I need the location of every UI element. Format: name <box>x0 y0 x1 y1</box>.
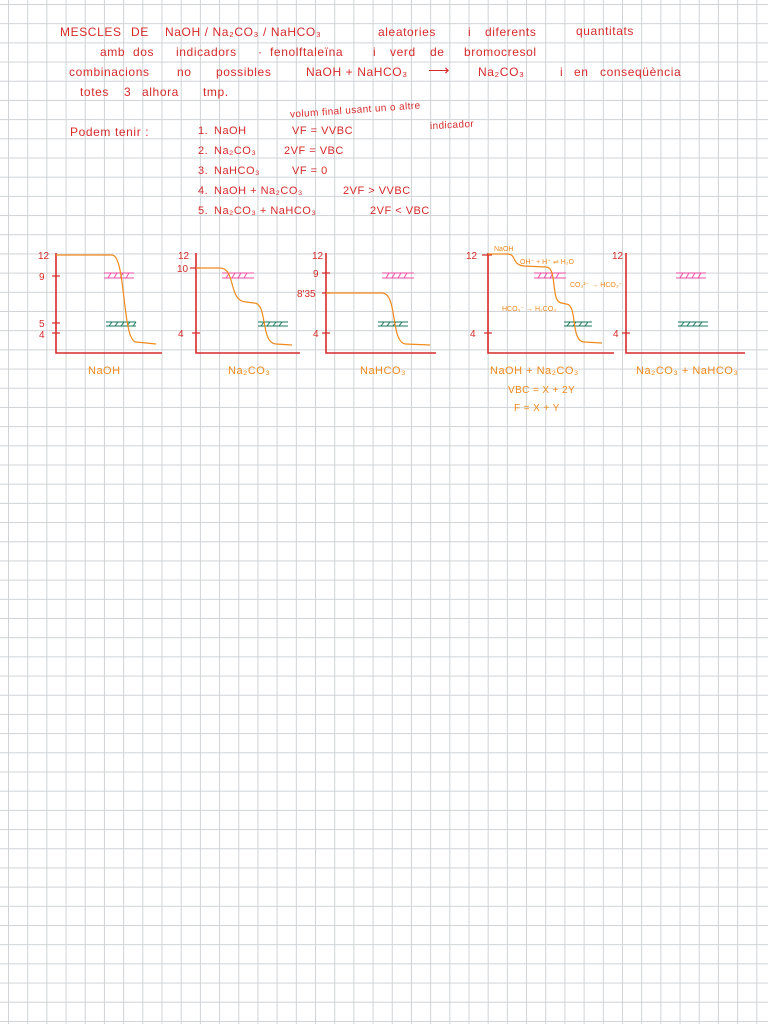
case-5-name: Na₂CO₃ + NaHCO₃ <box>214 205 317 217</box>
phenolphthalein-range <box>382 272 414 279</box>
indicators-word-dos: dos <box>133 45 155 59</box>
indicators-word-verd: verd <box>390 45 416 59</box>
case-2-name: Na₂CO₃ <box>214 145 257 157</box>
case-3-num: 3. <box>198 165 209 177</box>
case-2-num: 2. <box>198 145 209 157</box>
graph-axes <box>487 253 614 354</box>
indicators-word-i: i <box>373 45 377 59</box>
impossible-word-en: en <box>574 65 589 79</box>
case-1-num: 1. <box>198 125 209 137</box>
tick-12: 12 <box>466 251 478 262</box>
annotation-neutralization: OH⁻ + H⁺ ⇌ H₂O <box>520 259 574 266</box>
tick-5: 5 <box>39 319 45 330</box>
titration-curve <box>326 292 431 346</box>
impossible-word-possibles: possibles <box>216 65 272 79</box>
graph-caption-naoh: NaOH <box>88 365 121 377</box>
impossible-word-combinacions: combinacions <box>69 65 150 79</box>
tick-12: 12 <box>178 251 190 262</box>
title-word-quantitats: quantitats <box>576 24 635 38</box>
phenolphthalein-range <box>104 272 134 279</box>
titration-graph-na2co3: 12 10 4 <box>177 251 300 354</box>
also-word-totes: totes <box>80 85 110 99</box>
tick-4: 4 <box>313 329 319 340</box>
title-word-aleatories: aleatories <box>378 25 437 39</box>
bromocresol-range <box>106 321 137 327</box>
bromocresol-range <box>678 321 708 327</box>
impossible-word-no: no <box>177 65 192 79</box>
indicators-word-amb: amb <box>100 45 126 59</box>
tick-4: 4 <box>470 329 476 340</box>
tick-9: 9 <box>313 269 319 280</box>
equation-vbc: VBC = X + 2Y <box>508 385 576 396</box>
phenolphthalein-range <box>534 272 566 279</box>
graph-caption-na2co3-nahco3: Na₂CO₃ + NaHCO₃ <box>636 365 739 377</box>
titration-curve <box>196 267 293 346</box>
case-1-name: NaOH <box>214 125 247 137</box>
case-5-relation: 2VF < VBC <box>370 205 430 217</box>
graph-axes <box>625 253 745 354</box>
bromocresol-range <box>258 321 288 327</box>
tick-4: 4 <box>613 329 619 340</box>
titration-graph-na2co3-nahco3: 12 4 <box>612 251 745 354</box>
case-4-name: NaOH + Na₂CO₃ <box>214 185 303 197</box>
graph-axes <box>325 253 436 354</box>
titration-curve <box>56 254 157 345</box>
also-word-alhora: alhora <box>142 85 179 99</box>
tick-8-35: 8'35 <box>297 289 316 300</box>
also-word-3: 3 <box>124 85 132 99</box>
case-4-num: 4. <box>198 185 209 197</box>
volume-note-line2: indicador <box>429 118 475 133</box>
impossible-reaction: NaOH + NaHCO₃ <box>306 65 408 79</box>
graph-axes <box>195 253 300 354</box>
titration-graph-nahco3: 12 9 8'35 4 <box>297 251 436 354</box>
phenolphthalein-range <box>222 272 254 279</box>
annotation-bicarbonate-step: HCO₃⁻ → H₂CO₃ <box>502 306 556 313</box>
title-word-mescles: MESCLES <box>60 25 122 39</box>
title-word-diferents: diferents <box>485 25 537 39</box>
titration-graph-naoh-na2co3: 12 4 NaOH OH⁻ + H⁺ ⇌ H₂O CO₃²⁻ → HCO₃⁻ H… <box>466 246 623 354</box>
indicators-word-indicadors: indicadors <box>176 45 237 59</box>
graph-caption-naoh-na2co3: NaOH + Na₂CO₃ <box>490 365 579 377</box>
tick-4: 4 <box>178 329 184 340</box>
reaction-arrow: ⟶ <box>428 62 451 79</box>
indicators-word-de: de <box>430 45 445 59</box>
tick-12: 12 <box>312 251 324 262</box>
annotation-naoh: NaOH <box>494 246 513 253</box>
tick-9: 9 <box>39 272 45 283</box>
podem-tenir-label: Podem tenir : <box>70 125 150 139</box>
indicators-bromocresol: bromocresol <box>464 45 537 59</box>
title-word-de: DE <box>131 25 149 39</box>
annotation-carbonate-step: CO₃²⁻ → HCO₃⁻ <box>570 282 623 289</box>
indicators-dot: · <box>258 45 263 59</box>
impossible-word-i: i <box>560 65 564 79</box>
tick-12: 12 <box>38 251 50 262</box>
titration-curve <box>488 253 603 344</box>
graph-caption-na2co3: Na₂CO₃ <box>228 365 271 377</box>
case-1-relation: VF = VVBC <box>292 125 354 137</box>
graph-axes <box>55 253 162 354</box>
title-word-i: i <box>468 25 472 39</box>
title-compounds: NaOH / Na₂CO₃ / NaHCO₃ <box>165 25 322 39</box>
case-2-relation: 2VF = VBC <box>284 145 344 157</box>
phenolphthalein-range <box>676 272 706 279</box>
case-3-relation: VF = 0 <box>292 165 328 177</box>
case-3-name: NaHCO₃ <box>214 165 260 177</box>
tick-10: 10 <box>177 264 189 275</box>
bromocresol-range <box>378 321 408 327</box>
case-4-relation: 2VF > VVBC <box>343 185 411 197</box>
tick-4: 4 <box>39 330 45 341</box>
tick-12: 12 <box>612 251 624 262</box>
graph-caption-nahco3: NaHCO₃ <box>360 365 406 377</box>
equation-f: F = X + Y <box>514 403 560 414</box>
volume-note-line1: volum final usant un o altre <box>289 100 421 121</box>
also-word-tmp: tmp. <box>203 85 229 99</box>
bromocresol-range <box>564 321 592 327</box>
indicators-phenolphthalein: fenolftaleïna <box>270 45 344 59</box>
case-5-num: 5. <box>198 205 209 217</box>
impossible-product: Na₂CO₃ <box>478 65 525 79</box>
impossible-word-consequencia: conseqüència <box>600 65 682 79</box>
titration-graph-naoh: 12 9 5 4 <box>38 251 162 354</box>
